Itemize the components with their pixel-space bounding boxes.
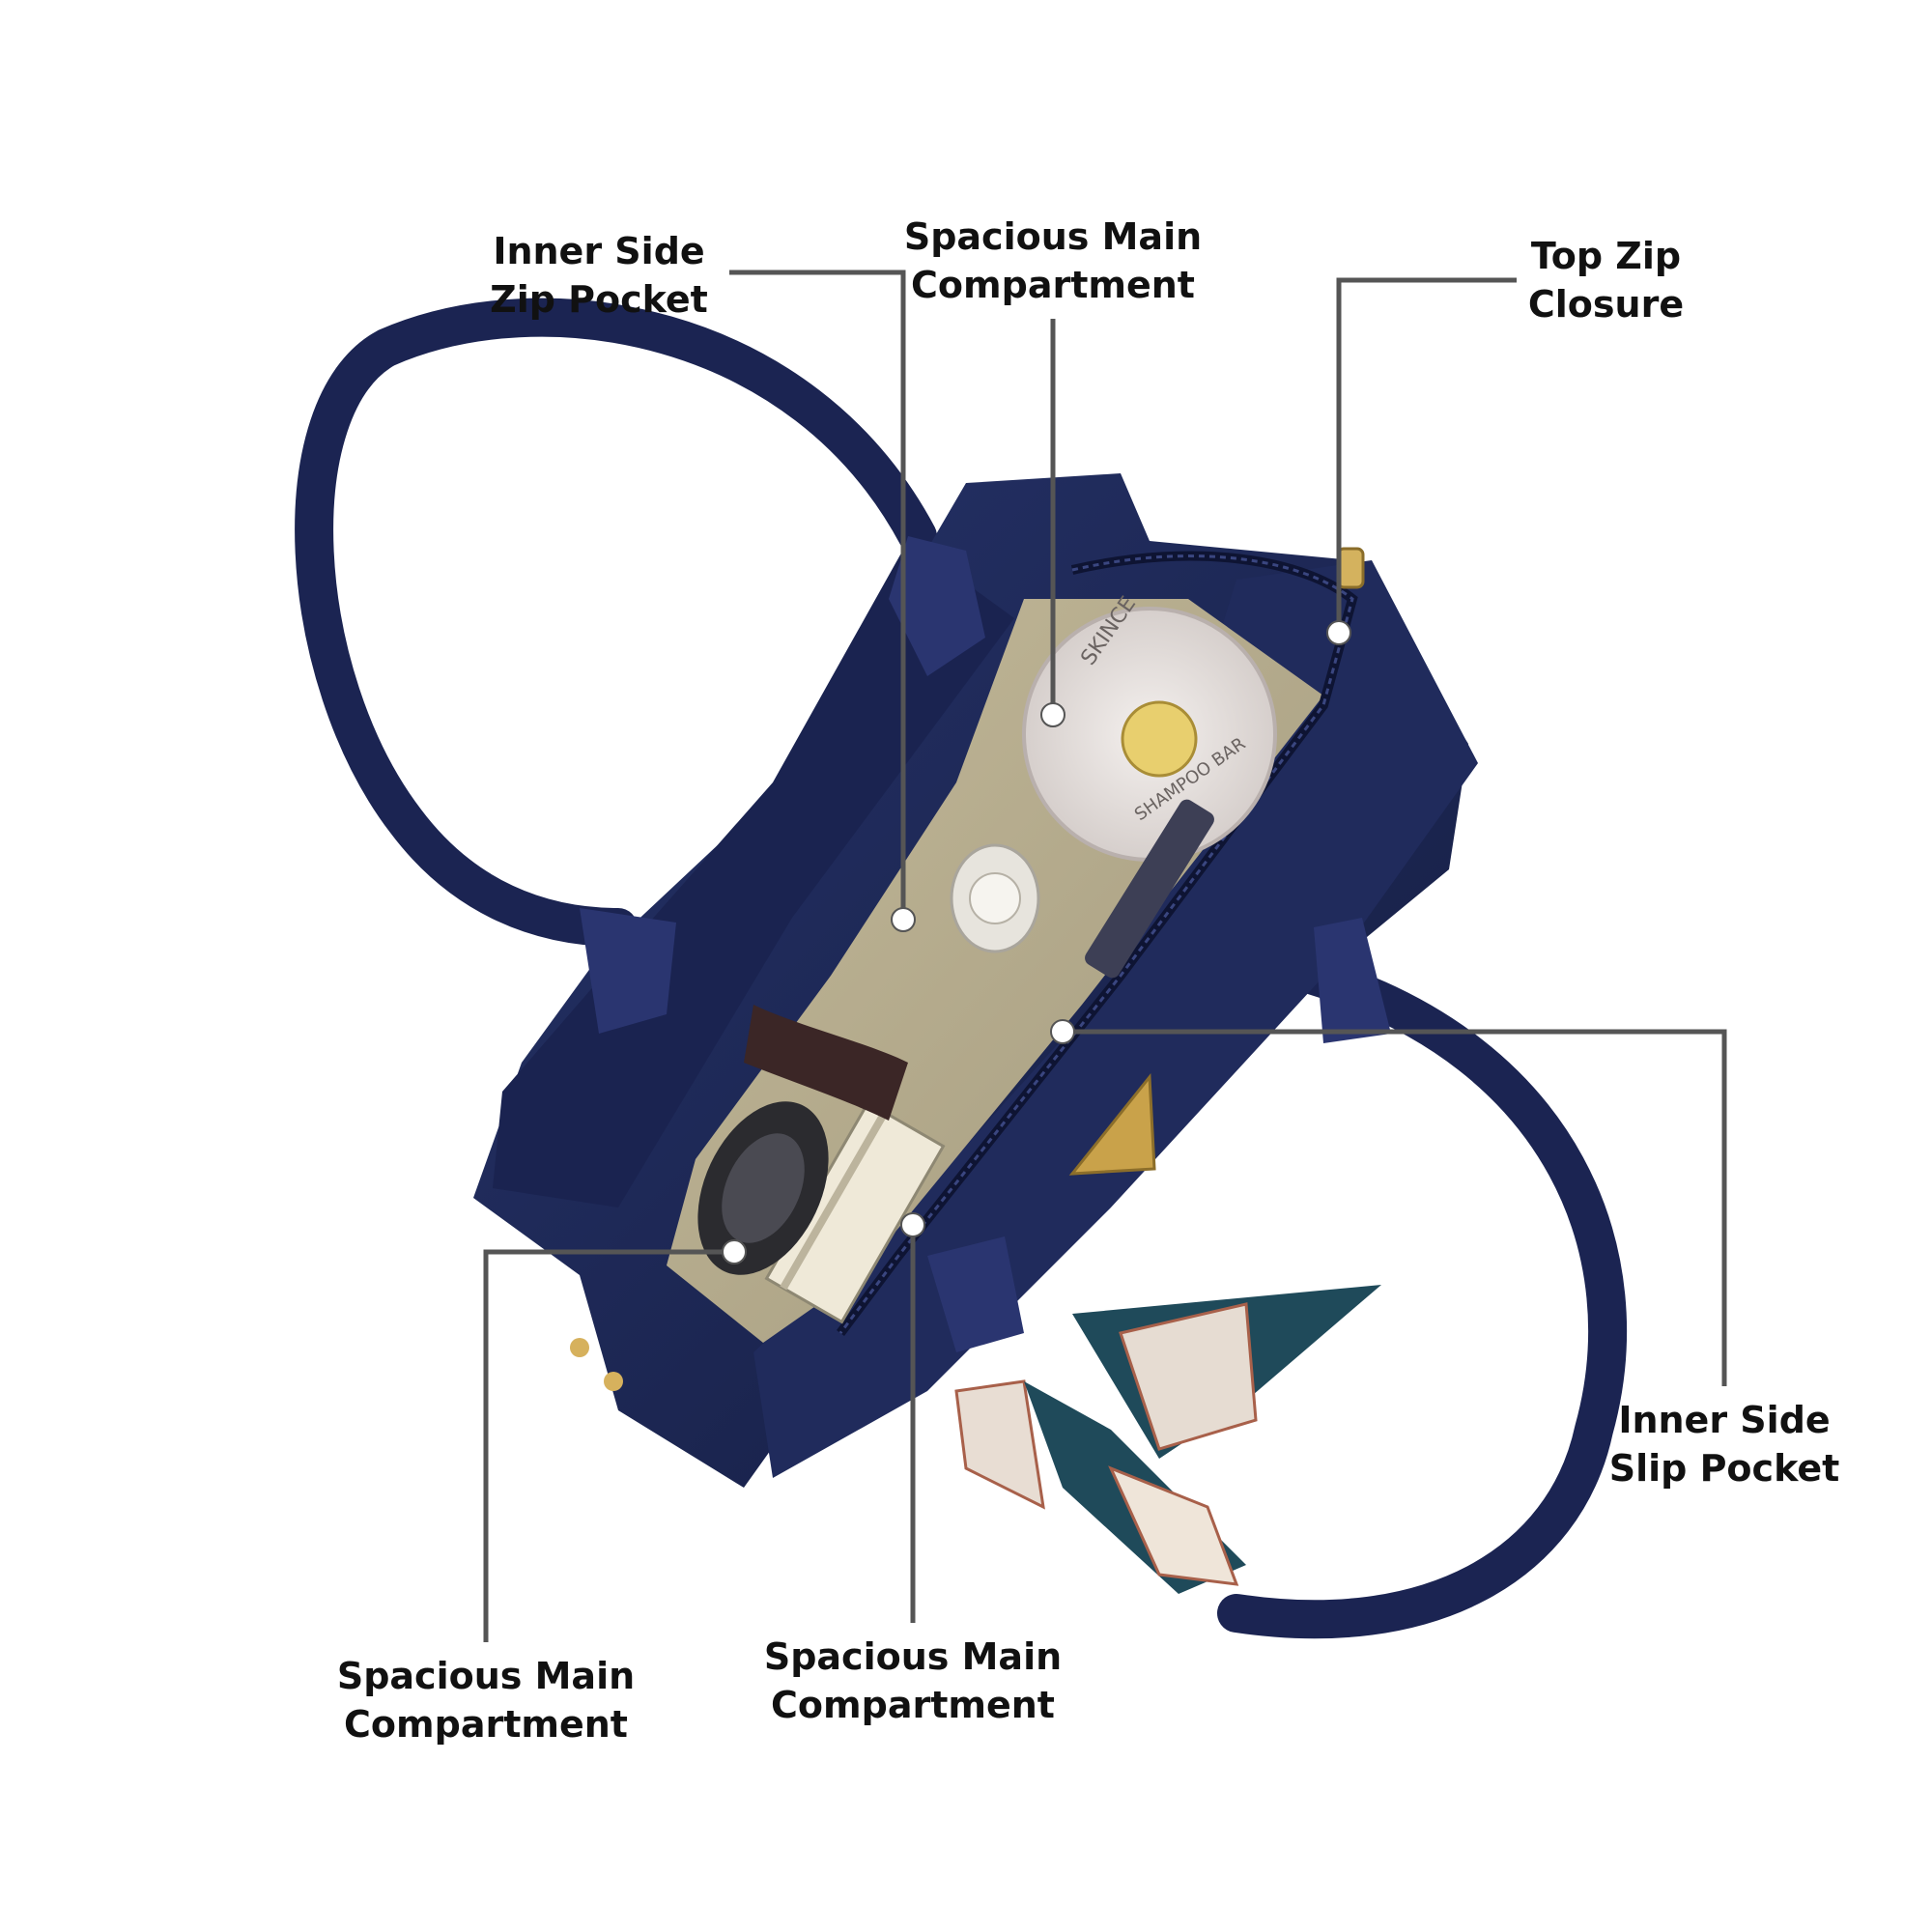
callout-label-top-zip-closure: Top Zip Closure: [1527, 235, 1685, 326]
side-rivet-left-2: [604, 1372, 623, 1391]
twilly-scarf: [954, 1285, 1381, 1594]
callout-dot-icon: [1326, 620, 1351, 645]
callout-dot-icon: [891, 907, 916, 932]
callout-dot-icon: [722, 1239, 747, 1264]
leader-lines: [483, 270, 1727, 1642]
brand-badge: [1068, 1072, 1156, 1176]
zip-pull: [1336, 547, 1365, 589]
callout-label-main-compartment-bottom-left: Spacious Main Compartment: [336, 1655, 636, 1746]
right-handle-tab-top: [1314, 918, 1391, 1043]
bag-left-flap: [493, 541, 1014, 1208]
left-handle-tab-top: [889, 536, 985, 676]
compact-mirror: [697, 1101, 829, 1275]
bag-right-flap: [753, 560, 1478, 1478]
lipstick: [1085, 799, 1214, 979]
callout-label-inner-side-zip-pocket: Inner Side Zip Pocket: [490, 230, 708, 321]
side-rivet-left: [570, 1338, 589, 1357]
callout-label-main-compartment-top: Spacious Main Compartment: [903, 215, 1203, 306]
leader-line-zip-pocket: [729, 270, 906, 920]
leader-line-top-zip: [1336, 277, 1517, 633]
callout-dot-icon: [900, 1212, 925, 1237]
callout-label-inner-side-slip-pocket: Inner Side Slip Pocket: [1608, 1399, 1840, 1490]
leader-line-main-bottom-left: [483, 1249, 734, 1642]
right-handle: [1217, 956, 1628, 1639]
callout-label-main-compartment-bottom-center: Spacious Main Compartment: [763, 1635, 1063, 1726]
left-handle: [295, 298, 937, 947]
perfume-bottle: [950, 843, 1040, 953]
left-handle-tab-bottom: [580, 908, 676, 1034]
callout-dot-icon: [1040, 702, 1065, 727]
right-handle-tab-bottom: [927, 1236, 1024, 1352]
leader-line-slip-pocket: [1063, 1029, 1727, 1386]
sunglasses: [744, 1005, 908, 1121]
callout-dot-icon: [1050, 1019, 1075, 1044]
